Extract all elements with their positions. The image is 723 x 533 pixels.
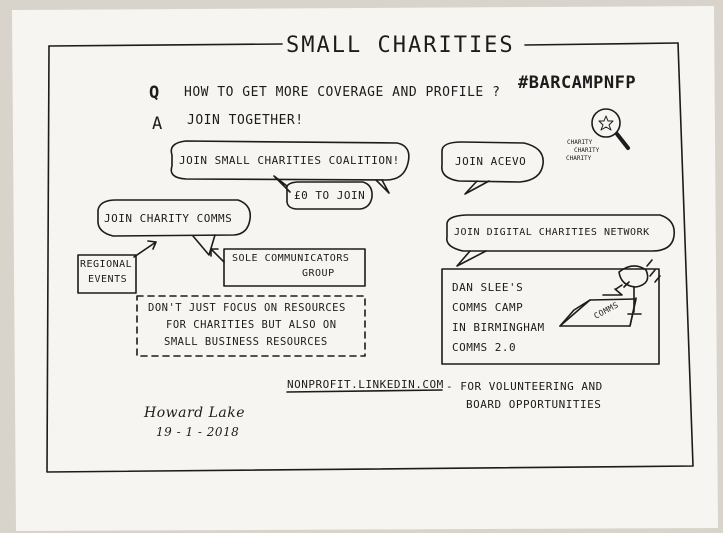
bubble-digital-tail (456, 250, 487, 267)
question-marker: Q (149, 83, 160, 103)
badge-word-2: CHARITY (574, 147, 600, 154)
author-date: 19 - 1 - 2018 (156, 425, 240, 439)
magnifier-lens (591, 108, 621, 138)
badge-word-1: CHARITY (567, 139, 593, 146)
dan-line-2: COMMS CAMP (452, 301, 524, 314)
note-box-outline (136, 295, 366, 357)
box-sole-outline (223, 248, 366, 287)
frame-top-right-line (524, 42, 679, 46)
author-name: Howard Lake (144, 405, 245, 421)
bubble-cost-tail (273, 175, 291, 193)
bubble-charity-comms: JOIN CHARITY COMMS (104, 212, 233, 225)
regional-line-1: REGIONAL (80, 259, 133, 270)
bubble-charity-comms-outline (97, 199, 252, 237)
tree-trunk (627, 286, 642, 315)
dan-line-4: COMMS 2.0 (452, 341, 517, 354)
bubble-acevo-outline (441, 141, 544, 183)
tent-pole (629, 297, 637, 327)
frame-top-left-line (48, 43, 283, 47)
regional-line-2: EVENTS (88, 274, 128, 285)
tree-canopy (618, 265, 649, 288)
note-line-2: FOR CHARITIES BUT ALSO ON (166, 319, 337, 331)
answer-marker: A (152, 114, 163, 134)
box-dan-outline (441, 268, 660, 365)
sole-line-1: SOLE COMMUNICATORS (232, 253, 350, 264)
dan-line-3: IN BIRMINGHAM (452, 321, 545, 334)
bubble-charity-comms-tail (192, 234, 216, 256)
badge-word-3: CHARITY (566, 155, 592, 162)
sheet-title: SMALL CHARITIES (286, 33, 515, 58)
magnifier-star (598, 115, 614, 131)
note-line-3: SMALL BUSINESS RESOURCES (164, 336, 328, 348)
link-text-2: BOARD OPPORTUNITIES (466, 398, 602, 411)
bubble-cost: £0 TO JOIN (294, 189, 366, 202)
frame-line (46, 42, 694, 473)
magnifier-handle (615, 132, 630, 150)
bubble-small-charities: JOIN SMALL CHARITIES COALITION! (179, 154, 400, 167)
bubble-acevo: JOIN ACEVO (455, 155, 527, 168)
bubble-cost-outline (285, 181, 373, 210)
bubble-small-charities-tail (375, 179, 390, 194)
link-text: - FOR VOLUNTEERING AND (446, 380, 603, 393)
answer-text: JOIN TOGETHER! (187, 113, 304, 128)
bunting-line (602, 288, 623, 296)
bubble-small-charities-outline (170, 140, 410, 181)
bubble-digital-outline (446, 214, 676, 252)
bird-marks (646, 259, 661, 283)
question-text: HOW TO GET MORE COVERAGE AND PROFILE ? (184, 85, 501, 100)
bunting-flags (615, 281, 630, 290)
bubble-acevo-tail (464, 180, 490, 195)
box-sole-arrow (210, 248, 225, 263)
box-regional-arrow (133, 240, 157, 258)
box-regional-outline (77, 254, 137, 294)
note-line-1: DON'T JUST FOCUS ON RESOURCES (148, 302, 346, 314)
link-url: NONPROFIT.LINKEDIN.COM (287, 378, 444, 391)
dan-line-1: DAN SLEE'S (452, 281, 524, 294)
sole-line-2: GROUP (302, 268, 335, 279)
bubble-digital: JOIN DIGITAL CHARITIES NETWORK (454, 227, 650, 238)
tent-door-line (559, 299, 591, 327)
hashtag: #BARCAMPNFP (518, 73, 637, 93)
link-underline (286, 389, 443, 393)
